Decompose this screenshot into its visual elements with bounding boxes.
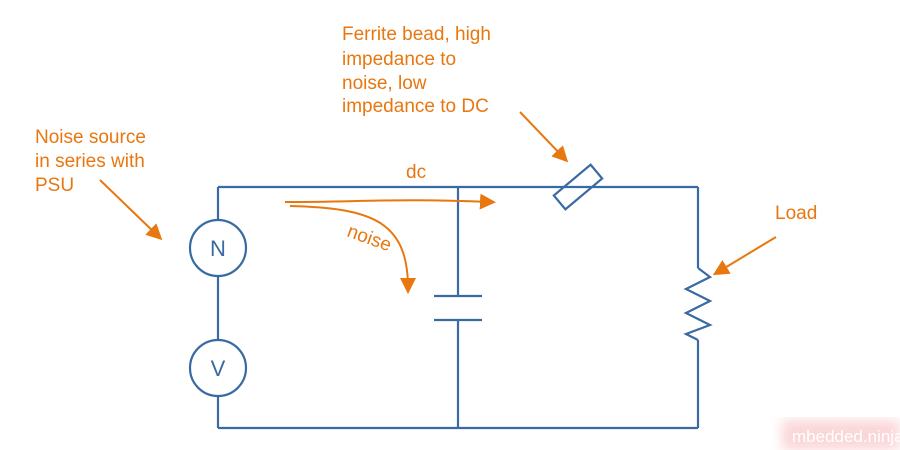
ferrite-pointer-arrow (519, 111, 569, 163)
noise-source-pointer-arrow (99, 179, 163, 241)
svg-text:impedance to DC: impedance to DC (342, 96, 489, 117)
svg-text:in series with: in series with (35, 151, 145, 172)
noise-source: N (188, 218, 248, 278)
load-pointer-arrow (712, 236, 777, 276)
capacitor (434, 187, 482, 428)
watermark: mbedded.ninja (782, 420, 900, 450)
svg-text:N: N (210, 236, 226, 261)
svg-text:impedance to: impedance to (342, 49, 456, 70)
svg-text:mbedded.ninja: mbedded.ninja (792, 427, 900, 446)
svg-text:Noise source: Noise source (35, 127, 146, 148)
svg-text:V: V (211, 356, 226, 381)
svg-text:noise, low: noise, low (342, 73, 427, 94)
svg-text:PSU: PSU (35, 175, 74, 196)
ferrite-annotation: Ferrite bead, high impedance to noise, l… (342, 24, 491, 117)
voltage-source: V (188, 338, 248, 398)
svg-text:Ferrite bead, high: Ferrite bead, high (342, 24, 491, 45)
dc-label: dc (406, 162, 426, 183)
load-label: Load (775, 203, 817, 224)
dc-flow-arrow (284, 193, 496, 210)
ferrite-bead (552, 163, 604, 211)
noise-flow-arrow (289, 205, 416, 294)
noise-source-annotation: Noise source in series with PSU (35, 127, 146, 196)
noise-label: noise (344, 221, 394, 256)
resistor-load (683, 267, 713, 341)
